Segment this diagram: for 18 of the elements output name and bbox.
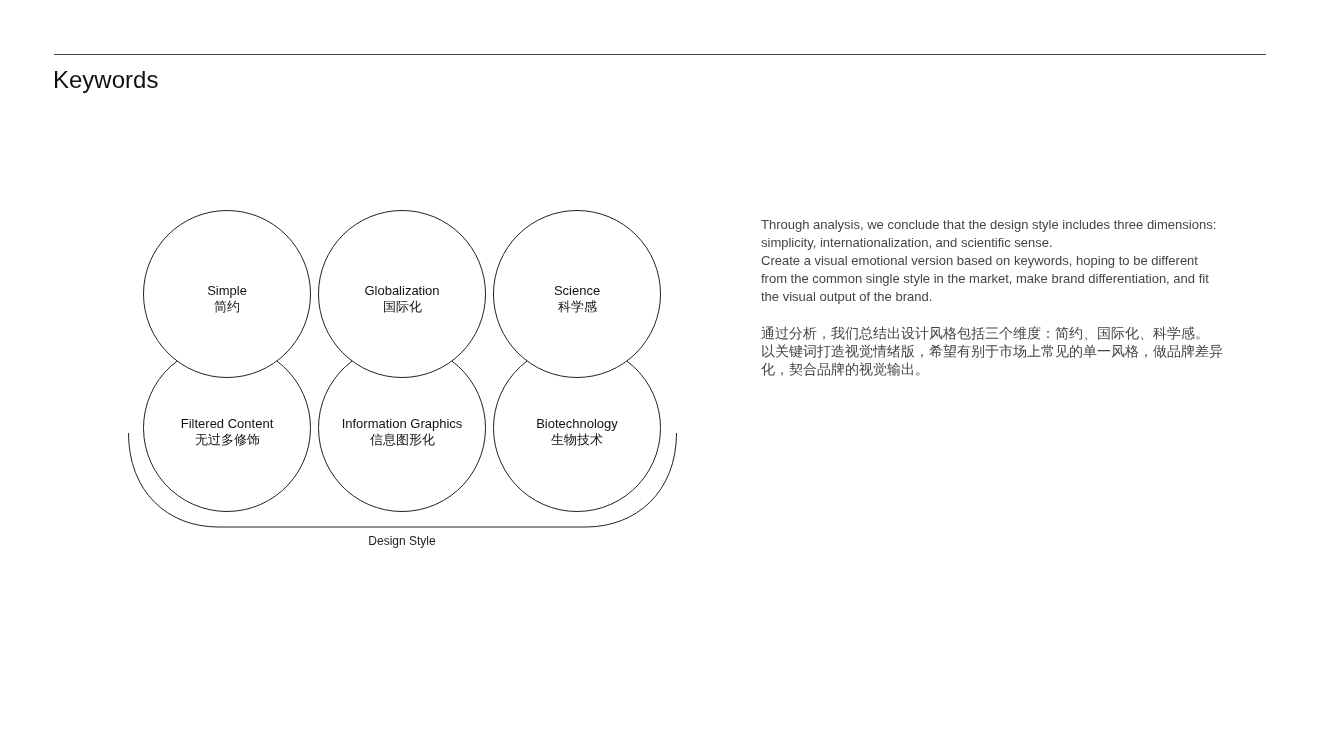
keyword-translation: 简约 — [214, 299, 240, 315]
keyword-label: Simple — [207, 283, 247, 299]
keyword-label: Globalization — [364, 283, 440, 299]
keyword-label: Filtered Content — [180, 416, 274, 432]
description-paragraph: 以关键词打造视觉情绪版，希望有别于市场上常见的单一风格，做品牌差异化，契合品牌的视觉输出。 — [761, 343, 1224, 379]
keyword-label: Information Graphics — [341, 416, 463, 432]
keyword-translation: 无过多修饰 — [194, 432, 260, 448]
keyword-translation: 生物技术 — [551, 432, 603, 448]
page-title: Keywords — [53, 65, 159, 95]
keyword-label: Biotechnology — [536, 416, 618, 432]
description-paragraph: Through analysis, we conclude that the design style includes three dimensions: simplicity, internationalization, and scientific sense. — [761, 216, 1218, 252]
keyword-translation: 科学感 — [557, 299, 597, 315]
keyword-label: Science — [553, 283, 601, 299]
keyword-translation: 信息图形化 — [369, 432, 435, 448]
description-paragraph: 通过分析，我们总结出设计风格包括三个维度：简约、国际化、科学感。 — [761, 325, 1210, 343]
keyword-translation: 国际化 — [382, 299, 422, 315]
bracket-label: Design Style — [367, 533, 437, 550]
description-paragraph: Create a visual emotional version based on keywords, hoping to be different from the common single style in the market, make brand differentiation, and fit the visual output of the brand. — [761, 252, 1210, 306]
